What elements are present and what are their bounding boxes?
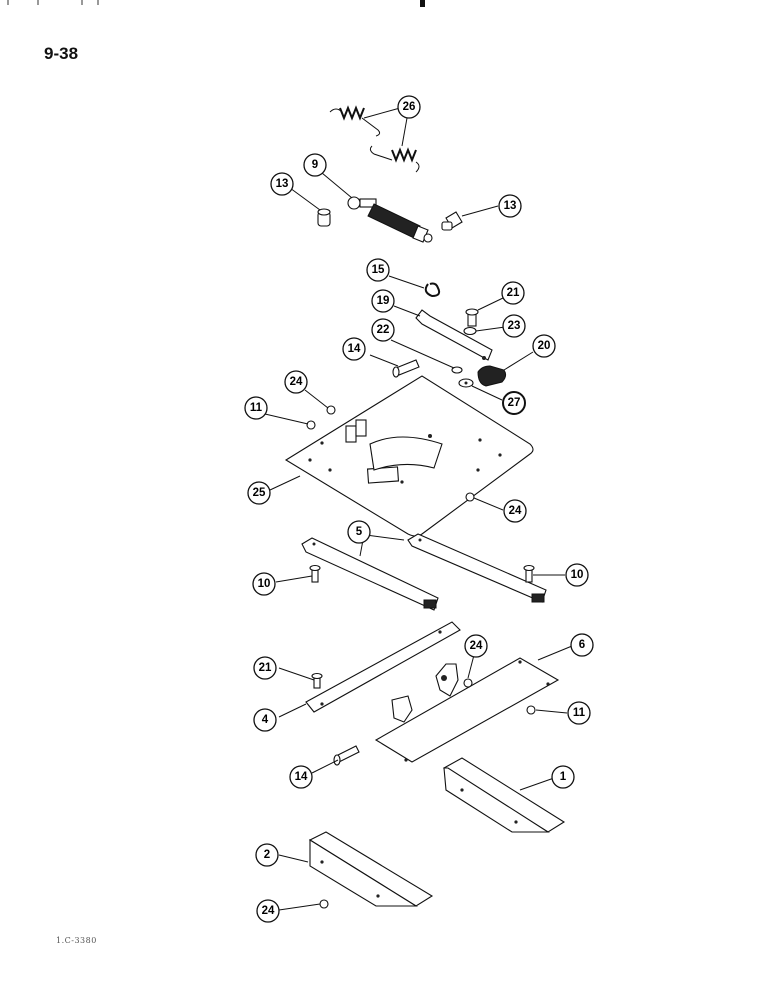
gas-strut — [347, 196, 433, 243]
callout-11-bracket: 11 — [567, 701, 591, 725]
strap-bar — [305, 621, 461, 713]
callout-24-bracket: 24 — [464, 634, 488, 658]
leader-lines — [264, 107, 573, 911]
svg-text:11: 11 — [250, 402, 263, 414]
callout-10-left: 10 — [252, 572, 276, 596]
release-handle — [477, 365, 507, 387]
callout-24-plate: 24 — [503, 499, 527, 523]
callout-24-upper: 24 — [284, 370, 308, 394]
slide-rail-left — [301, 537, 439, 611]
spring-lower — [369, 145, 420, 173]
callout-27: 27 — [502, 391, 526, 415]
svg-text:24: 24 — [262, 905, 275, 917]
nut-11-upper — [306, 420, 316, 430]
callout-24-lower: 24 — [256, 899, 280, 923]
callout-23: 23 — [502, 314, 526, 338]
nut-24-plate — [465, 492, 475, 502]
callout-14-upper: 14 — [342, 337, 366, 361]
bolt-21-lower — [311, 672, 323, 689]
svg-text:10: 10 — [571, 569, 584, 581]
spring-upper — [329, 105, 381, 137]
nut-small — [451, 366, 463, 374]
clevis-pin-lower — [333, 745, 360, 766]
svg-text:15: 15 — [372, 264, 385, 276]
svg-text:11: 11 — [573, 707, 586, 719]
clevis-pin-upper — [392, 359, 420, 378]
nut-24-upper — [326, 405, 336, 415]
callout-6: 6 — [570, 633, 594, 657]
slide-rail-right — [407, 533, 547, 603]
figure-code: 1.C-3380 — [56, 936, 97, 945]
svg-text:27: 27 — [508, 397, 521, 409]
callout-21-top: 21 — [501, 281, 525, 305]
angle-bracket-left — [308, 831, 434, 907]
callout-11-upper: 11 — [244, 396, 268, 420]
seat-plate — [284, 375, 534, 537]
nut-24-lower — [319, 899, 329, 909]
svg-text:19: 19 — [377, 295, 390, 307]
page-number: 9-38 — [44, 44, 79, 63]
svg-text:9: 9 — [312, 159, 318, 171]
callout-22: 22 — [371, 318, 395, 342]
bolt-10-left — [309, 564, 321, 583]
svg-text:5: 5 — [356, 526, 363, 538]
callout-9: 9 — [303, 153, 327, 177]
svg-text:26: 26 — [403, 101, 416, 113]
svg-text:14: 14 — [295, 771, 308, 783]
nut-11-bracket — [526, 705, 536, 715]
svg-text:13: 13 — [276, 178, 289, 190]
bolt-10-right — [523, 564, 535, 583]
pin-left — [317, 208, 331, 227]
svg-text:23: 23 — [508, 320, 521, 332]
svg-text:20: 20 — [538, 340, 551, 352]
svg-text:14: 14 — [348, 343, 361, 355]
angle-bracket-right — [442, 757, 566, 833]
callout-26: 26 — [397, 95, 421, 119]
callout-13-left: 13 — [270, 172, 294, 196]
svg-text:24: 24 — [290, 376, 303, 388]
svg-text:10: 10 — [258, 578, 271, 590]
callout-20: 20 — [532, 334, 556, 358]
callout-14-lower: 14 — [289, 765, 313, 789]
bracket-plate — [374, 657, 560, 763]
svg-text:4: 4 — [262, 714, 269, 726]
callout-13-right: 13 — [498, 194, 522, 218]
scan-edge-marks — [7, 0, 425, 7]
retaining-clip — [424, 282, 441, 298]
svg-text:2: 2 — [264, 849, 270, 861]
callout-10-right: 10 — [565, 563, 589, 587]
nut-24-bracket — [463, 678, 473, 688]
washer — [463, 326, 477, 336]
bolt-top — [465, 308, 479, 327]
pin-right — [441, 211, 463, 231]
latch-lever — [415, 309, 493, 361]
callout-5: 5 — [347, 520, 371, 544]
callout-15: 15 — [366, 258, 390, 282]
callout-19: 19 — [371, 289, 395, 313]
svg-text:25: 25 — [253, 487, 266, 499]
svg-text:13: 13 — [504, 200, 517, 212]
callout-2: 2 — [255, 843, 279, 867]
svg-text:21: 21 — [259, 662, 272, 674]
callout-21-lower: 21 — [253, 656, 277, 680]
svg-text:1: 1 — [560, 771, 567, 783]
callout-25: 25 — [247, 481, 271, 505]
svg-text:24: 24 — [470, 640, 483, 652]
svg-text:24: 24 — [509, 505, 522, 517]
svg-text:22: 22 — [377, 324, 390, 336]
callout-4: 4 — [253, 708, 277, 732]
callout-1: 1 — [551, 765, 575, 789]
svg-text:6: 6 — [579, 639, 585, 651]
svg-text:21: 21 — [507, 287, 520, 299]
